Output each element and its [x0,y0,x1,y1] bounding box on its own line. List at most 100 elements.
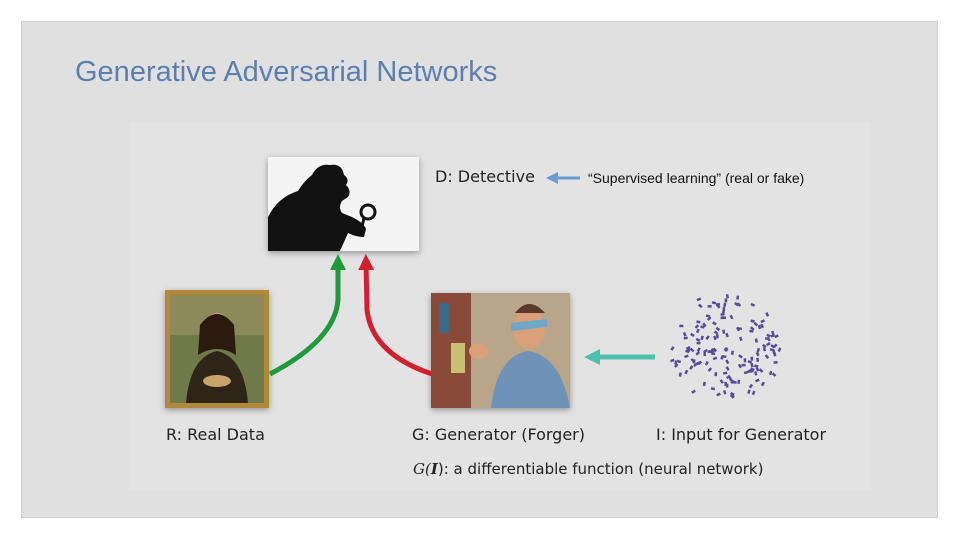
noise-dot [705,335,710,340]
noise-dot [710,352,716,356]
noise-dot [777,347,782,353]
noise-dot [750,363,754,368]
noise-dot [755,351,760,357]
noise-dot [765,312,770,317]
function-label-prefix: G( [413,460,431,478]
noise-dot [736,326,741,332]
noise-dot [725,332,729,338]
noise-dot [700,335,704,341]
noise-dot [692,359,696,364]
noise-dot [721,316,727,320]
noise-dot [751,390,756,396]
noise-dot [754,338,758,343]
noise-dot [758,368,764,373]
noise-dot [670,346,675,351]
noise-dot [734,302,739,307]
noise-dot [702,381,706,387]
noise-dot [683,336,688,340]
noise-dot [750,319,755,323]
noise-dot [730,350,734,355]
noise-dot [722,329,726,334]
noise-dot [756,347,760,353]
mona-lisa-image [165,290,269,408]
noise-dot [679,324,684,328]
noise-dot [753,321,759,327]
noise-dot [684,369,689,375]
noise-dot [765,342,771,347]
real-data-label: R: Real Data [166,425,265,444]
noise-dot [706,316,712,321]
noise-dot [719,379,724,384]
noise-dot [743,370,749,375]
noise-dot [764,354,770,359]
slide-title: Generative Adversarial Networks [75,56,498,88]
noise-dot [676,359,682,364]
supervised-label: “Supervised learning” (real or fake) [588,170,805,186]
noise-cloud-image [665,290,790,405]
noise-dot [682,331,687,337]
noise-dot [730,394,735,399]
noise-dot [755,367,760,372]
noise-dot [729,314,734,320]
noise-dot [762,347,766,352]
function-label-var: I [430,460,438,478]
noise-dot [696,347,701,352]
noise-dot [749,326,755,331]
noise-dot [710,387,716,391]
input-label: I: Input for Generator [656,425,827,444]
noise-dot [741,363,746,367]
noise-dot [736,295,740,300]
noise-dot [737,379,741,384]
noise-dot [766,333,771,338]
noise-dot [750,367,755,372]
noise-dot [739,336,743,342]
noise-dot [711,301,717,305]
noise-dot [747,389,751,394]
noise-dot [768,370,773,376]
noise-dot [695,337,701,342]
noise-dot [750,356,754,361]
noise-dot [722,355,727,359]
noise-dot [749,329,754,333]
detective-image [268,157,419,251]
noise-dot [769,348,775,352]
noise-dot [730,379,735,385]
generator-label: G: Generator (Forger) [412,425,585,444]
noise-dot [712,321,717,326]
noise-dot [760,319,765,324]
noise-dot [694,324,700,329]
noise-dot [691,389,696,394]
noise-dot [703,352,707,357]
noise-dot [704,360,709,366]
noise-dot [707,305,712,308]
detective-label: D: Detective [435,167,535,186]
noise-dot [713,335,717,341]
noise-dot [715,326,721,332]
noise-dot [743,358,747,363]
noise-dot [761,343,767,349]
noise-dot [695,328,700,334]
noise-dot [723,302,727,307]
noise-dot [713,330,719,335]
noise-dot [700,325,705,329]
noise-dot [722,306,726,312]
noise-dot [756,357,760,362]
noise-dot [753,371,758,376]
noise-dot [773,361,778,364]
function-label: G(I): a differentiable function (neural … [413,460,763,478]
noise-dot [753,364,759,368]
noise-dot [766,336,771,342]
noise-dot [702,322,707,328]
noise-dot [724,298,728,303]
noise-dot [725,294,729,299]
noise-dot [716,334,719,339]
noise-dot [736,302,742,307]
noise-dot [674,363,679,368]
noise-dot [684,354,689,359]
noise-dot [760,323,764,329]
noise-dot [715,302,721,306]
noise-dot [712,347,718,353]
noise-dot [693,362,698,367]
noise-dot [689,365,694,370]
noise-dot [760,381,765,387]
